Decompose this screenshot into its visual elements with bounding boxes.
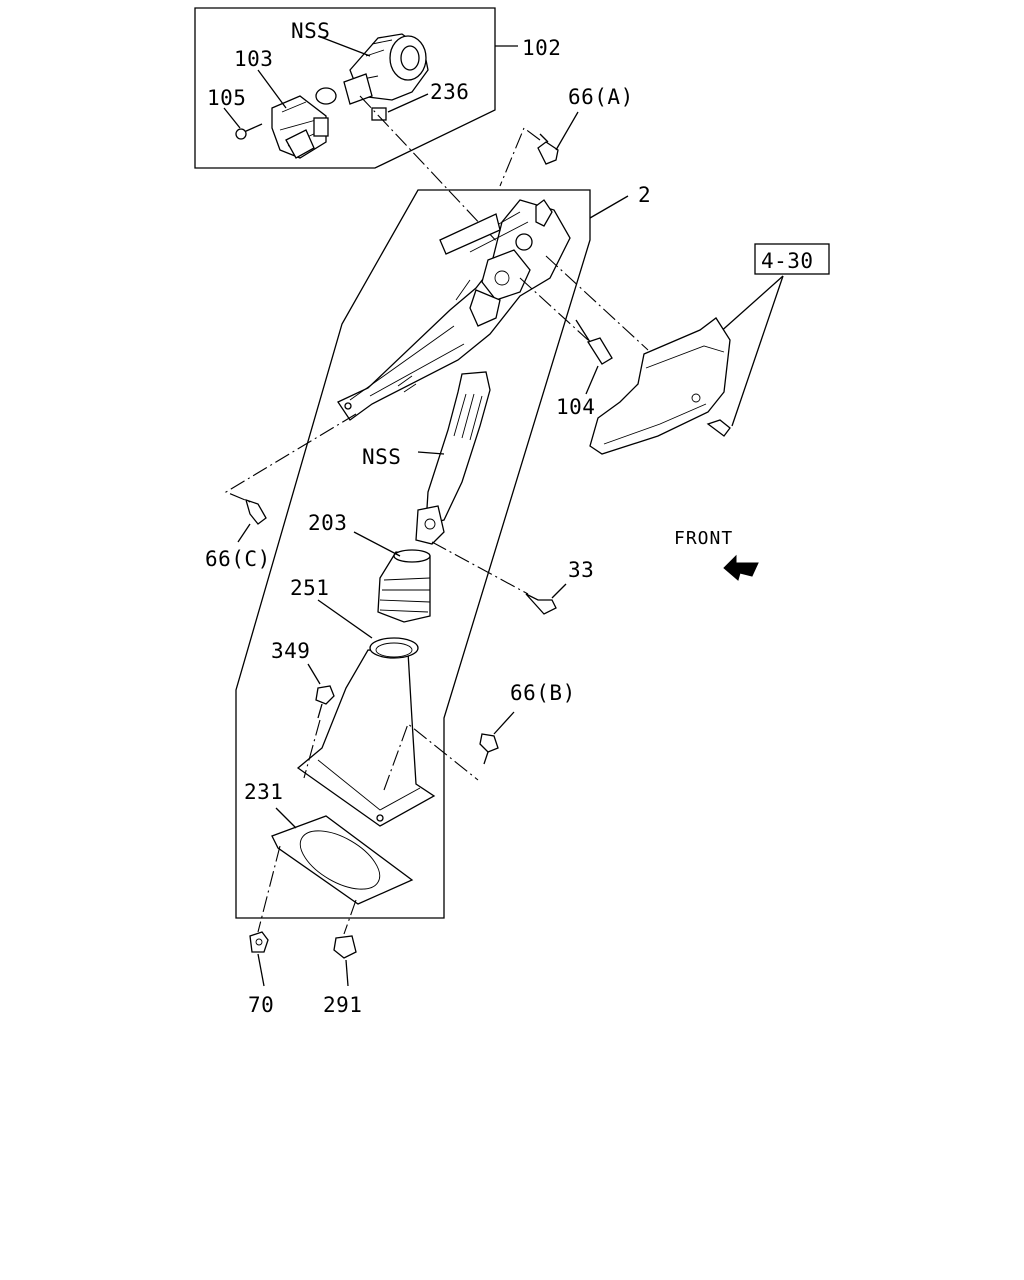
label-nss-top: NSS [291,19,330,43]
bolt-66c [245,498,267,525]
ignition-lock-housing [343,33,429,105]
label-251: 251 [290,576,329,600]
steering-shaft [415,371,491,545]
label-70: 70 [248,993,274,1017]
label-4-30: 4-30 [761,249,814,273]
label-236: 236 [430,80,469,104]
lock-ring [315,87,337,105]
key-switch-103 [271,95,329,159]
column-cover-251 [296,637,436,827]
column-region-outline [235,189,591,919]
label-231: 231 [244,780,283,804]
label-66c: 66(C) [205,547,271,571]
label-105: 105 [207,86,246,110]
steering-column-cover-4-30 [589,317,731,455]
label-66a: 66(A) [568,85,634,109]
label-66b: 66(B) [510,681,576,705]
arrow-front-icon [723,554,759,581]
label-33: 33 [568,558,594,582]
label-102: 102 [522,36,561,60]
bolt-33 [525,593,557,615]
inset-frame-102 [194,7,496,169]
gasket-231 [271,815,414,905]
label-349: 349 [271,639,310,663]
label-front: FRONT [674,528,733,549]
label-box-4-30 [754,243,830,275]
clip-291 [333,935,357,959]
label-104: 104 [556,395,595,419]
bolt-66a [537,133,559,165]
nut-70 [249,931,269,953]
bolt-104 [575,319,613,365]
label-2: 2 [638,183,651,207]
label-103: 103 [234,47,273,71]
label-nss-mid: NSS [362,445,401,469]
dust-boot-203 [377,549,431,623]
label-291: 291 [323,993,362,1017]
screw-105 [235,123,263,140]
bolt-66b [479,733,499,765]
steering-column-bracket [337,199,571,421]
label-203: 203 [308,511,347,535]
part-236 [371,107,387,121]
clip-349 [315,685,335,719]
leader-2 [589,195,629,219]
